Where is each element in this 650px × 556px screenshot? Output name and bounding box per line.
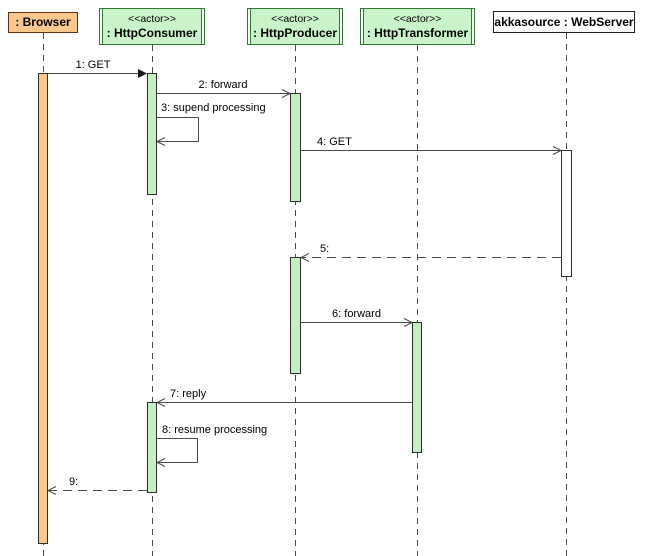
message-7-label: 7: reply xyxy=(170,388,207,400)
message-2-label: 2: forward xyxy=(198,79,248,91)
message-1-filled-arrowhead-icon xyxy=(138,69,147,78)
actor-box-inner: <<actor>> : HttpTransformer xyxy=(363,9,472,44)
actor-box-inner: <<actor>> : HttpProducer xyxy=(250,9,340,44)
message-9-open-arrowhead-icon xyxy=(46,486,57,495)
message-8-open-arrowhead-icon xyxy=(155,458,166,467)
message-6-label: 6: forward xyxy=(332,308,381,320)
participant-name: : HttpTransformer xyxy=(366,25,469,40)
message-5-label: 5: xyxy=(320,243,330,255)
actor-box-inner: <<actor>> : HttpConsumer xyxy=(102,9,202,44)
participant-name: akkasource : WebServer xyxy=(494,14,634,29)
activation-http-producer-2 xyxy=(290,257,301,374)
message-4-label: 4: GET xyxy=(317,136,352,148)
participant-name: : HttpConsumer xyxy=(106,25,198,40)
message-7-open-arrowhead-icon xyxy=(155,398,166,407)
stereotype-label: <<actor>> xyxy=(128,12,176,25)
message-8-label: 8: resume processing xyxy=(162,424,268,436)
activation-http-transformer xyxy=(412,322,422,453)
message-5-open-arrowhead-icon xyxy=(299,253,310,262)
participant-http-producer: <<actor>> : HttpProducer xyxy=(247,8,343,45)
activation-web-server xyxy=(561,150,572,277)
participant-browser: : Browser xyxy=(8,12,78,33)
message-3-open-arrowhead-icon xyxy=(155,137,166,146)
message-8-self-loop-line xyxy=(157,438,198,463)
message-9-label: 9: xyxy=(69,476,79,488)
message-3-self-loop-line xyxy=(157,117,199,142)
participant-http-consumer: <<actor>> : HttpConsumer xyxy=(99,8,205,45)
stereotype-label: <<actor>> xyxy=(393,12,442,25)
activation-http-producer-1 xyxy=(290,93,301,202)
participant-http-transformer: <<actor>> : HttpTransformer xyxy=(360,8,475,45)
stereotype-label: <<actor>> xyxy=(271,12,319,25)
activation-http-consumer-1 xyxy=(147,73,157,195)
participant-name: : HttpProducer xyxy=(253,25,337,40)
message-1-label: 1: GET xyxy=(75,59,111,71)
message-3-label: 3: supend processing xyxy=(161,102,266,114)
participant-name: : Browser xyxy=(15,15,71,29)
activation-http-consumer-2 xyxy=(147,402,157,493)
activation-browser xyxy=(38,73,48,544)
participant-web-server: akkasource : WebServer xyxy=(493,11,635,33)
